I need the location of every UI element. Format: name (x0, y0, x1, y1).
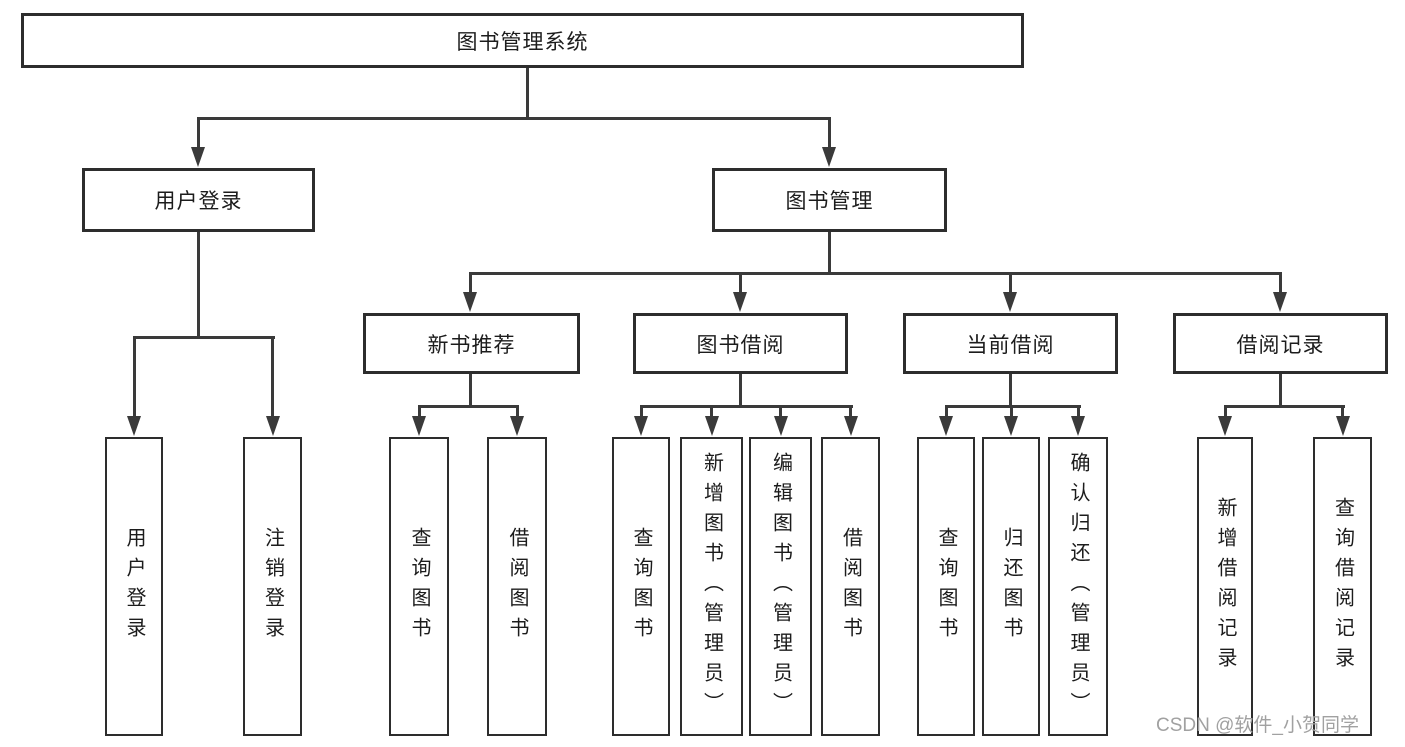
leaf-borrow-books-label: 借阅图书 (839, 526, 862, 647)
connector-line (132, 336, 275, 339)
csdn-watermark: CSDN @软件_小贺同学 (1156, 715, 1359, 736)
connector-line (1008, 374, 1012, 407)
arrow-down-icon (412, 416, 426, 436)
connector-line (738, 272, 742, 294)
connector-line (468, 272, 1282, 275)
connector-line (1278, 374, 1282, 407)
leaf-logout: 注销登录 (243, 437, 302, 736)
leaf-query-books-current-label: 查询图书 (935, 526, 957, 647)
arrow-down-icon (773, 416, 788, 436)
connector-line (639, 405, 853, 408)
leaf-user-login: 用户登录 (105, 437, 163, 736)
leaf-query-books-borrow: 查询图书 (612, 437, 670, 736)
connector-line (515, 405, 519, 418)
connector-line (1009, 405, 1013, 418)
node-book-borrow-label: 图书借阅 (696, 333, 785, 357)
connector-line (1341, 405, 1344, 418)
connector-line (525, 68, 529, 117)
node-current-borrow-label: 当前借阅 (966, 333, 1055, 357)
leaf-user-login-label: 用户登录 (123, 526, 145, 647)
arrow-down-icon (733, 292, 747, 312)
connector-line (827, 232, 831, 275)
arrow-down-icon (510, 416, 524, 436)
leaf-add-borrow-record-label: 新增借阅记录 (1214, 496, 1236, 677)
node-book-management-label: 图书管理 (785, 190, 874, 213)
leaf-query-borrow-record-label: 查询借阅记录 (1331, 496, 1354, 677)
node-root: 图书管理系统 (21, 13, 1024, 68)
leaf-edit-books-admin-label: 编辑图书（管理员） (769, 451, 792, 722)
connector-line (779, 405, 782, 418)
node-root-label: 图书管理系统 (456, 30, 589, 54)
arrow-down-icon (1003, 292, 1017, 312)
node-book-borrow: 图书借阅 (633, 313, 848, 374)
leaf-logout-label: 注销登录 (261, 526, 284, 647)
leaf-edit-books-admin: 编辑图书（管理员） (749, 437, 812, 736)
arrow-down-icon (463, 292, 477, 312)
arrow-down-icon (265, 416, 280, 436)
leaf-confirm-return-admin: 确认归还（管理员） (1048, 437, 1108, 736)
node-current-borrow: 当前借阅 (903, 313, 1118, 374)
connector-line (1008, 272, 1012, 294)
leaf-return-books: 归还图书 (982, 437, 1040, 736)
node-user-login-label: 用户登录 (154, 190, 243, 213)
leaf-borrow-books-recommend-label: 借阅图书 (506, 526, 528, 647)
node-new-book-recommend: 新书推荐 (363, 313, 580, 374)
node-book-management: 图书管理 (712, 168, 947, 232)
leaf-query-borrow-record: 查询借阅记录 (1313, 437, 1372, 736)
arrow-down-icon (191, 147, 205, 167)
leaf-query-books-recommend-label: 查询图书 (408, 526, 430, 647)
connector-line (827, 117, 831, 149)
connector-line (944, 405, 1081, 408)
node-borrow-records-label: 借阅记录 (1236, 333, 1325, 357)
leaf-add-books-admin-label: 新增图书（管理员） (700, 451, 723, 722)
connector-line (196, 117, 831, 120)
leaf-query-books-recommend: 查询图书 (389, 437, 449, 736)
arrow-down-icon (1218, 416, 1232, 436)
leaf-add-books-admin: 新增图书（管理员） (680, 437, 743, 736)
arrow-down-icon (127, 416, 141, 436)
leaf-query-books-current: 查询图书 (917, 437, 975, 736)
arrow-down-icon (822, 147, 836, 167)
connector-line (271, 336, 274, 418)
arrow-down-icon (939, 416, 953, 436)
leaf-borrow-books: 借阅图书 (821, 437, 880, 736)
leaf-borrow-books-recommend: 借阅图书 (487, 437, 547, 736)
connector-line (1223, 405, 1227, 418)
arrow-down-icon (1273, 292, 1287, 312)
arrow-down-icon (1071, 416, 1085, 436)
connector-line (196, 117, 200, 149)
arrow-down-icon (634, 416, 648, 436)
connector-line (849, 405, 852, 418)
connector-line (639, 405, 643, 418)
connector-line (710, 405, 713, 418)
arrow-down-icon (1004, 416, 1018, 436)
connector-line (468, 374, 472, 407)
arrow-down-icon (843, 416, 858, 436)
leaf-add-borrow-record: 新增借阅记录 (1197, 437, 1253, 736)
connector-line (468, 272, 472, 294)
connector-line (1076, 405, 1080, 418)
node-new-book-recommend-label: 新书推荐 (427, 333, 516, 357)
connector-line (738, 374, 742, 407)
connector-line (1223, 405, 1345, 408)
connector-line (944, 405, 948, 418)
connector-line (196, 232, 200, 339)
connector-line (417, 405, 519, 408)
arrow-down-icon (1335, 416, 1350, 436)
connector-line (1278, 272, 1282, 294)
connector-line (417, 405, 421, 418)
arrow-down-icon (704, 416, 719, 436)
node-user-login: 用户登录 (82, 168, 315, 232)
node-borrow-records: 借阅记录 (1173, 313, 1388, 374)
leaf-query-books-borrow-label: 查询图书 (630, 526, 652, 647)
leaf-confirm-return-admin-label: 确认归还（管理员） (1067, 451, 1089, 722)
connector-line (132, 336, 136, 418)
leaf-return-books-label: 归还图书 (1000, 526, 1022, 647)
